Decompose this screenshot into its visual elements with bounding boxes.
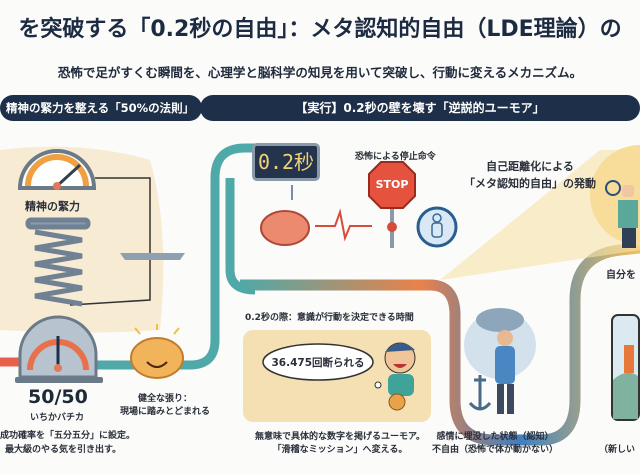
scale-plate [120, 253, 185, 260]
happy-brain-icon [130, 324, 184, 379]
humor-desc-line1: 無意味で具体的な数字を掲げるユーモア。 [254, 432, 426, 442]
brain-caption-line2: 現場に踏みとどまれる [119, 407, 210, 417]
sad-man-in-rain-icon [464, 308, 536, 414]
brain-icon [260, 210, 310, 246]
meta-caption-line1: 自己距離化による [486, 160, 574, 173]
spring-icon [25, 217, 91, 307]
self-caption: 自分を [606, 270, 636, 281]
stop-sign-label: STOP [375, 178, 409, 191]
section-header-paradoxical-humor: 【実行】0.2秒の壁を壊す「逆説的ユーモア」 [200, 95, 640, 121]
brain-caption-line1: 健全な張り： [137, 394, 192, 404]
stuck-desc-line2: 不自由（恐怖で体が動かない） [431, 445, 558, 455]
page-title: を突破する「0.2秒の自由」：メタ認知的自由（LDE理論）の [18, 17, 622, 42]
left-desc-line2: 最大級のやる気を引き出す。 [5, 445, 122, 455]
left-desc-line1: 成功確率を「五分五分」に設定。 [0, 431, 136, 441]
humor-desc-line2: 「滑稽なミッション」へ変える。 [272, 445, 408, 455]
laughing-man-icon [384, 342, 416, 411]
journey-path [240, 242, 640, 446]
meta-caption-line2: 「メタ認知的自由」の発動 [464, 177, 596, 190]
thought-bubble [262, 343, 374, 381]
page-subtitle: 恐怖で足がすくむ瞬間を、心理学と脳科学の知見を用いて突破し、行動に変えるメカニズ… [57, 65, 583, 80]
section-header-50-percent-rule: 精神の緊力を整える「50%の法則」 [0, 95, 202, 121]
ratio-value: 50/50 [28, 386, 88, 408]
stop-caption: 恐怖による停止命令 [355, 152, 436, 162]
thought-text: 36.475回断られる [271, 357, 365, 369]
spotlight-beam [440, 150, 640, 280]
new-action-scene [611, 314, 640, 421]
person-circle-icon [416, 206, 458, 248]
timer-display: 0.2秒 [252, 143, 320, 181]
balance-gauge-icon [15, 315, 103, 383]
teal-branch [225, 178, 256, 295]
stuck-desc-line1: 感情に埋没した状態（認知） [436, 432, 554, 442]
stop-sign-icon [368, 161, 416, 248]
time-window-caption: 0.2秒の際：意識が行動を決定できる時間 [245, 313, 414, 323]
tension-gauge-icon [17, 149, 97, 190]
observer-with-magnifier-icon [605, 180, 638, 248]
anchor-icon [468, 375, 492, 411]
teal-path [95, 143, 265, 370]
ratio-caption: いちかバチカ [30, 413, 85, 423]
gauge-label: 精神の緊力 [25, 200, 80, 213]
new-caption: （新しい [598, 445, 635, 455]
heartbeat-icon [315, 208, 372, 242]
